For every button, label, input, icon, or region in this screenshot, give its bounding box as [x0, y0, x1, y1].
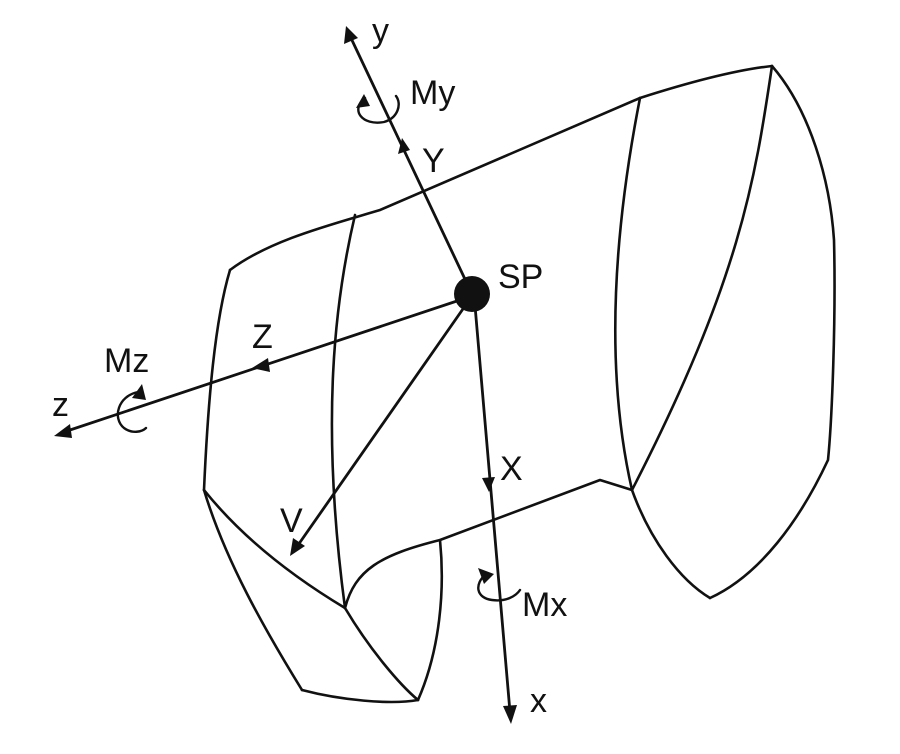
X-force-arrow-icon — [482, 477, 495, 492]
backrest-top-contour — [630, 64, 774, 492]
moment-indicators — [116, 94, 522, 602]
Mz-moment-arrow-icon — [132, 384, 146, 400]
z-axis-arrow-icon — [54, 424, 72, 438]
seat-recess-top — [343, 478, 634, 610]
seat-top-edge — [228, 64, 774, 272]
My-moment-arrow-icon — [356, 94, 370, 108]
seat-base-bottom-edge — [300, 688, 420, 704]
Z-force-arrow-icon — [252, 358, 270, 372]
backrest-right-edge — [708, 64, 836, 600]
Y-force-arrow-icon — [398, 138, 410, 154]
seat-front-contour — [330, 213, 357, 610]
Mz-moment-arc-icon — [116, 390, 148, 433]
Mx-moment-label: Mx — [522, 586, 567, 624]
My-moment-label: My — [410, 74, 455, 112]
seat-base-left-edge — [202, 488, 304, 692]
diagram-labels: y My Y SP Z Mz z X V Mx x — [52, 12, 567, 720]
Y-force-label: Y — [422, 142, 445, 180]
x-axis-line — [472, 292, 512, 714]
sp-reference-point — [454, 276, 490, 312]
seat-recess-wall — [416, 538, 444, 702]
Mx-moment-arc-icon — [477, 572, 522, 602]
sp-label: SP — [498, 258, 543, 296]
V-vector-arrow-icon — [290, 538, 305, 556]
v-vector-line — [294, 294, 474, 550]
Mz-moment-label: Mz — [104, 342, 149, 380]
seat-body — [202, 64, 836, 704]
seat-bottom-front-edge — [202, 488, 347, 610]
V-vector-label: V — [280, 502, 303, 540]
x-axis-label: x — [530, 682, 547, 720]
y-axis-arrow-icon — [344, 26, 358, 44]
backrest-bottom-edge — [630, 488, 712, 600]
backrest-inner-contour — [613, 96, 642, 492]
y-axis-line — [348, 34, 474, 296]
seat-left-edge — [202, 268, 232, 492]
coordinate-axes — [54, 26, 517, 724]
z-axis-label: z — [52, 386, 69, 424]
seat-base-inner-edge — [343, 606, 420, 702]
y-axis-label: y — [372, 12, 389, 50]
Z-force-label: Z — [252, 318, 273, 356]
My-moment-arc-icon — [357, 94, 400, 124]
X-force-label: X — [500, 450, 523, 488]
x-axis-arrow-icon — [503, 705, 517, 724]
Mx-moment-arrow-icon — [478, 568, 494, 584]
